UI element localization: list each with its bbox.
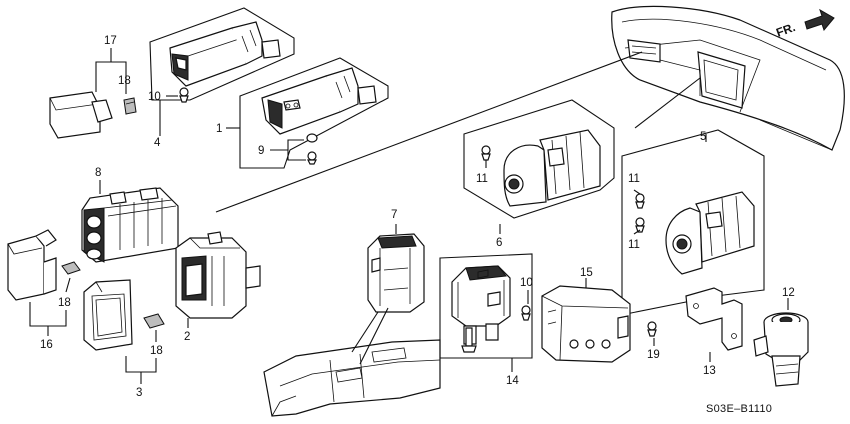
front-direction-label: FR. <box>774 20 797 40</box>
callout-1: 1 <box>216 123 222 135</box>
part-17-cover <box>49 91 113 139</box>
diagram-code: S03E–B1110 <box>706 403 772 415</box>
part-4-group-box <box>149 7 295 101</box>
callout-10-a: 10 <box>148 91 161 103</box>
part-9-bolt <box>306 133 318 165</box>
part-10-screw-b <box>521 305 531 321</box>
callout-12: 12 <box>782 287 795 299</box>
callout-11-c: 11 <box>628 239 640 251</box>
callout-16: 16 <box>40 339 53 351</box>
callout-11-b: 11 <box>628 173 640 185</box>
callout-7: 7 <box>391 209 397 221</box>
part-19-screw <box>647 321 657 337</box>
part-8-mirror-switch <box>81 187 179 263</box>
part-7-switch <box>367 233 425 313</box>
callout-14: 14 <box>506 375 519 387</box>
dashboard-illustration <box>611 5 845 151</box>
callout-13: 13 <box>703 365 716 377</box>
callout-9: 9 <box>258 145 264 157</box>
callout-5: 5 <box>700 131 706 143</box>
part-14-group-box <box>439 253 533 359</box>
callout-4: 4 <box>154 137 161 149</box>
part-12-ignition-switch <box>753 312 809 387</box>
part-10-screw-a <box>179 87 189 103</box>
part-15-control-unit <box>541 285 631 363</box>
callout-19: 19 <box>647 349 660 361</box>
front-direction-arrow: FR. <box>774 8 835 40</box>
leader-dash-to-switches <box>215 51 643 213</box>
console-panel <box>263 339 441 417</box>
part-11-screw-c <box>635 217 645 233</box>
part-3-bezel <box>83 279 133 351</box>
callout-18-c: 18 <box>150 345 163 357</box>
callout-3: 3 <box>136 387 142 399</box>
callout-18-a: 18 <box>118 75 131 87</box>
callout-18-b: 18 <box>58 297 71 309</box>
part-2-switch <box>175 231 261 319</box>
part-14-switch <box>451 265 511 345</box>
part-4-switch <box>169 21 281 87</box>
part-6-switch <box>503 129 601 207</box>
part-5-switch <box>665 191 755 275</box>
callout-8: 8 <box>95 167 101 179</box>
leader-dash-to-part5 <box>634 77 701 129</box>
callout-2: 2 <box>184 331 190 343</box>
callout-6: 6 <box>496 237 502 249</box>
part-11-screw-a <box>481 145 491 161</box>
part-18-clip-c <box>143 313 165 329</box>
part-1-switch <box>261 67 377 135</box>
callout-15: 15 <box>580 267 593 279</box>
callout-11-a: 11 <box>476 173 488 185</box>
part-13-bracket <box>685 287 743 351</box>
part-16-cover <box>7 229 57 301</box>
callout-10-b: 10 <box>520 277 533 289</box>
callout-17: 17 <box>104 35 117 47</box>
part-18-clip-b <box>61 261 81 275</box>
part-18-clip-a <box>123 97 137 115</box>
part-11-screw-b <box>635 193 645 209</box>
part-14-bulb <box>461 327 477 353</box>
part-6-group-box <box>463 99 615 219</box>
part-1-group-box <box>239 57 389 169</box>
